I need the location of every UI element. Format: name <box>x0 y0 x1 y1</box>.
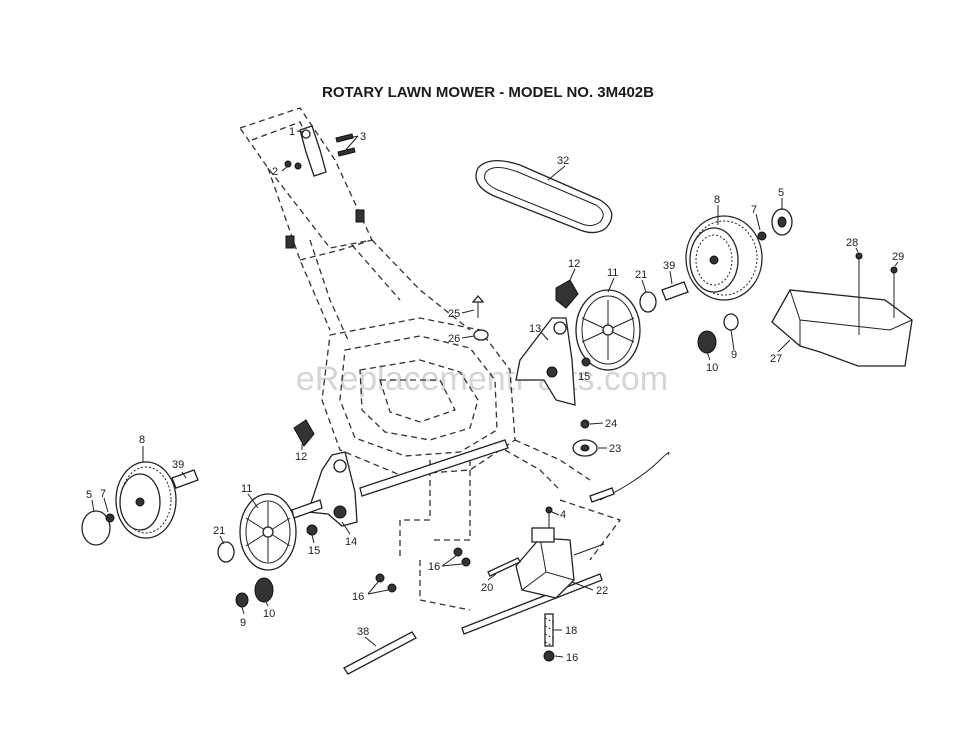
callout-5-right: 5 <box>778 187 784 199</box>
left-washer-21 <box>217 541 235 563</box>
left-lever-cover-12 <box>293 419 315 447</box>
leader-lines <box>91 130 899 658</box>
cable-spring <box>589 487 615 503</box>
callout-39-left: 39 <box>172 459 184 471</box>
callout-24: 24 <box>605 418 617 430</box>
callout-7-left: 7 <box>100 488 106 500</box>
callout-9-right: 9 <box>731 349 737 361</box>
bearing-23-center <box>580 444 590 452</box>
spring-18-coils <box>544 617 554 647</box>
callout-38: 38 <box>357 626 369 638</box>
left-drive-wheel <box>239 493 297 571</box>
callout-13: 13 <box>529 323 541 335</box>
transmission <box>515 527 605 599</box>
callout-16-a: 16 <box>428 561 440 573</box>
callout-20: 20 <box>481 582 493 594</box>
callout-12-left: 12 <box>295 451 307 463</box>
right-nut-7 <box>757 231 767 241</box>
right-lever-cover-12 <box>555 279 579 309</box>
left-shaft-39 <box>171 469 199 489</box>
callout-15-right: 15 <box>578 371 590 383</box>
callout-26: 26 <box>448 333 460 345</box>
callout-23: 23 <box>609 443 621 455</box>
left-nut-15 <box>306 524 318 536</box>
front-axle <box>359 439 509 497</box>
callout-9-left: 9 <box>240 617 246 629</box>
nut-16c <box>543 650 555 662</box>
nut-16a <box>453 547 463 557</box>
callout-5-left: 5 <box>86 489 92 501</box>
right-shaft-39 <box>661 281 689 301</box>
control-cable <box>599 451 670 501</box>
right-height-bracket <box>515 317 591 406</box>
callout-3: 3 <box>360 131 366 143</box>
drive-belt <box>475 160 613 234</box>
right-pinion-10 <box>697 330 717 354</box>
left-nut-7 <box>105 513 115 523</box>
callout-1: 1 <box>289 126 295 138</box>
handle-assembly <box>238 107 471 341</box>
callout-32: 32 <box>557 155 569 167</box>
nut-16a2 <box>461 557 471 567</box>
screw-28-head <box>855 252 863 260</box>
right-washer-21 <box>639 291 657 313</box>
nut-16b <box>375 573 385 583</box>
callout-28: 28 <box>846 237 858 249</box>
callout-labels: 1 3 2 32 8 7 5 28 29 12 11 21 39 25 26 1… <box>86 126 904 664</box>
callout-11-left: 11 <box>241 483 252 495</box>
right-wheel <box>685 215 763 301</box>
spring-20 <box>487 557 521 577</box>
right-hubcap-center <box>777 216 787 228</box>
left-height-bracket <box>291 451 358 527</box>
left-wheel <box>115 461 177 539</box>
left-nut-9 <box>235 592 249 608</box>
callout-11-right: 11 <box>607 267 618 279</box>
callout-7-right: 7 <box>751 204 757 216</box>
callout-29: 29 <box>892 251 904 263</box>
callout-27: 27 <box>770 353 782 365</box>
left-pinion-10 <box>254 577 274 603</box>
rear-baffle <box>771 289 913 367</box>
callout-10-left: 10 <box>263 608 275 620</box>
callout-10-right: 10 <box>706 362 718 374</box>
rod-38 <box>343 631 417 675</box>
left-hubcap-5 <box>81 510 111 546</box>
callout-15-left: 15 <box>308 545 320 557</box>
callout-14: 14 <box>345 536 357 548</box>
right-nut-9 <box>723 313 739 331</box>
washer-26 <box>473 329 489 341</box>
nut-24 <box>580 419 590 429</box>
nut-16b2 <box>387 583 397 593</box>
callout-2: 2 <box>272 166 278 178</box>
right-drive-wheel <box>575 289 641 371</box>
screw-25-head <box>471 294 485 303</box>
callout-16-c: 16 <box>566 652 578 664</box>
callout-22: 22 <box>596 585 608 597</box>
callout-8-left: 8 <box>139 434 145 446</box>
callout-21-right: 21 <box>635 269 647 281</box>
callout-16-b: 16 <box>352 591 364 603</box>
callout-39-right: 39 <box>663 260 675 272</box>
control-bracket <box>284 125 365 249</box>
callout-12-right: 12 <box>568 258 580 270</box>
callout-18: 18 <box>565 625 577 637</box>
callout-21-left: 21 <box>213 525 225 537</box>
callout-25: 25 <box>448 308 460 320</box>
mower-deck <box>321 317 622 611</box>
screw-29-head <box>890 266 898 274</box>
callout-8-right: 8 <box>714 194 720 206</box>
callout-4: 4 <box>560 509 566 521</box>
diagram-title: ROTARY LAWN MOWER - MODEL NO. 3M402B <box>322 84 654 101</box>
